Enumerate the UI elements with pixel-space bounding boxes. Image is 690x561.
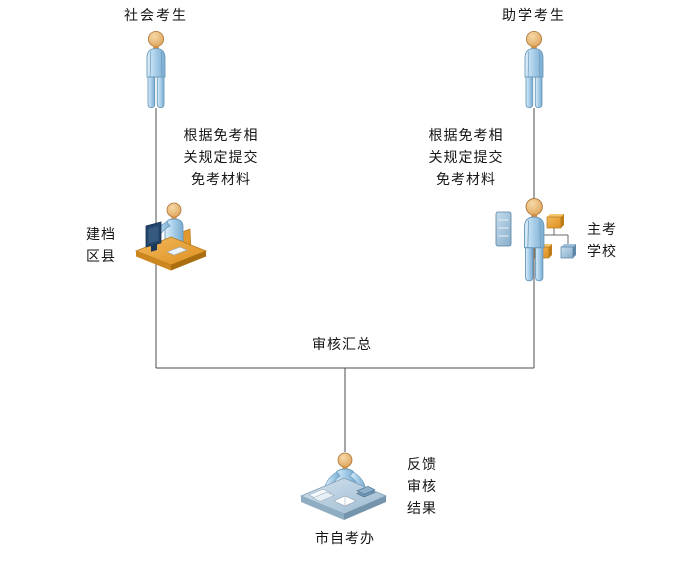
label-social-candidate: 社会考生 [124,9,188,24]
note-left-submit-materials: 根据免考相 关规定提交 免考材料 [183,129,259,188]
label-city-exam-office: 市自考办 [315,532,375,547]
office-desk-icon [299,452,388,520]
label-filing-district: 建档 区县 [86,228,116,265]
label-assisted-candidate: 助学考生 [502,9,566,24]
assisted-candidate-person-icon [524,30,544,109]
note-right-submit-materials: 根据免考相 关规定提交 免考材料 [428,129,504,188]
label-merge-review: 审核汇总 [312,338,372,353]
label-host-school: 主考 学校 [587,223,617,260]
note-feedback-result: 反馈 审核 结果 [407,458,437,517]
social-candidate-person-icon [146,30,166,109]
school-org-chart-icon [495,197,576,282]
desk-computer-icon [134,202,208,271]
